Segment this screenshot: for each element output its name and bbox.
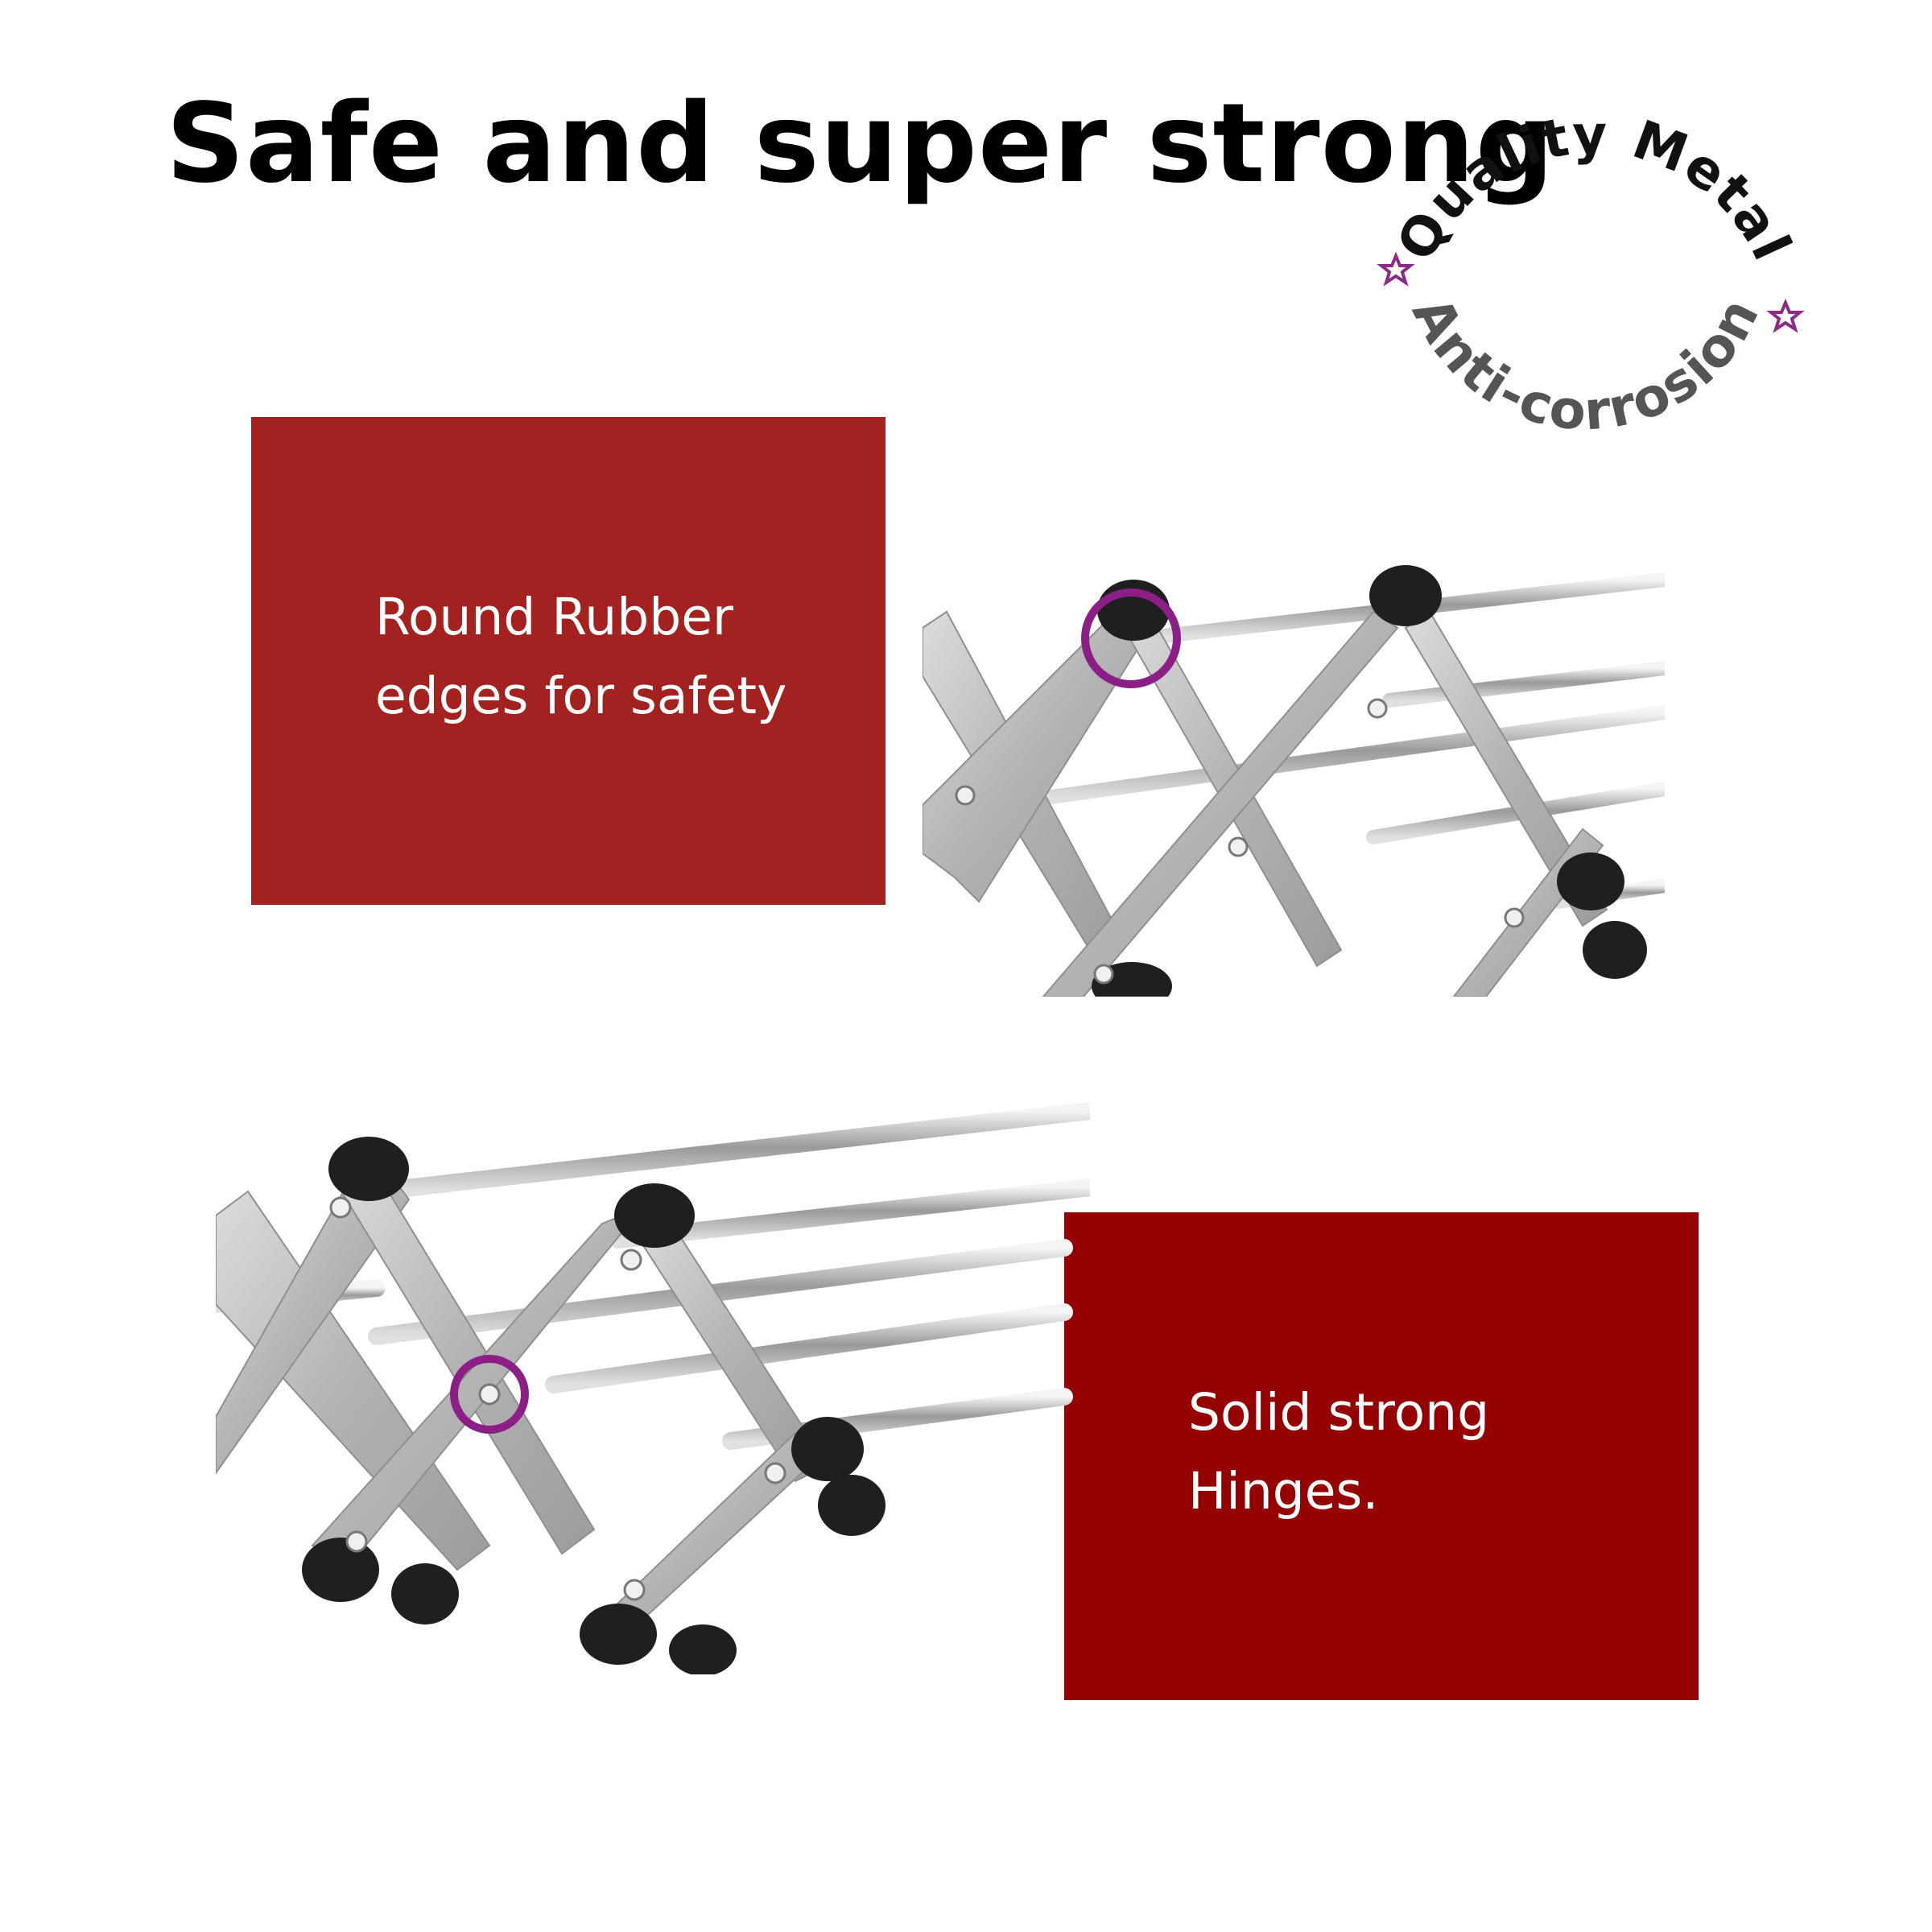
star-outline-icon [1377, 251, 1415, 287]
feature-text-line: Round Rubber [375, 588, 733, 646]
badge-bottom-text: Anti-corrosion [1400, 287, 1772, 443]
rack-photo-hinges [216, 1102, 1090, 1674]
rack-photo-rubber-edges [923, 565, 1665, 997]
page-title: Safe and super strong [166, 80, 1555, 208]
highlight-ring-icon [1081, 588, 1181, 688]
feature-text-line: edges for safety [375, 667, 787, 725]
feature-box-rubber-edges: Round Rubber edges for safety [251, 417, 886, 905]
badge-top-text: Quality Metal [1385, 104, 1803, 271]
star-outline-icon [1766, 298, 1805, 333]
quality-badge: Quality Metal Anti-corrosion [1377, 104, 1805, 443]
feature-box-hinges: Solid strong Hinges. [1064, 1212, 1699, 1700]
highlight-ring-icon [450, 1355, 529, 1434]
feature-text-line: Solid strong [1188, 1383, 1490, 1442]
feature-text-line: Hinges. [1188, 1462, 1379, 1521]
